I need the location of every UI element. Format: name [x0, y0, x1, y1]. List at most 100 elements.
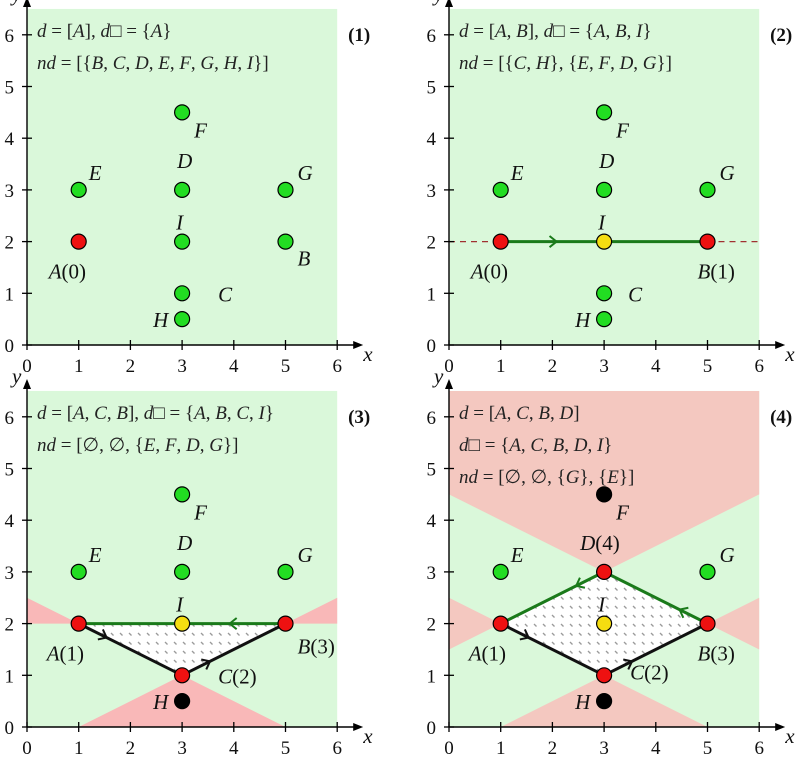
- x-tick-label: 1: [74, 738, 84, 759]
- path-direction-arrow-icon: [574, 577, 586, 589]
- point-label-D: D(4): [579, 531, 620, 555]
- equation-line-3: nd = [∅, ∅, {G}, {E}]: [459, 467, 634, 488]
- path-direction-arrow-icon: [623, 658, 634, 670]
- point-F[interactable]: [595, 486, 613, 503]
- y-axis-arrow-icon: [23, 378, 31, 389]
- point-G[interactable]: [277, 563, 294, 581]
- point-E[interactable]: [492, 563, 509, 581]
- point-label-E: E: [88, 543, 102, 567]
- point-F[interactable]: [174, 486, 191, 503]
- point-label-C: C(2): [630, 660, 669, 684]
- x-axis-label: x: [784, 724, 795, 748]
- y-tick-label: 4: [427, 129, 437, 150]
- x-axis-arrow-icon: [775, 341, 786, 349]
- x-tick-label: 5: [281, 738, 291, 759]
- point-H[interactable]: [595, 311, 613, 328]
- point-C[interactable]: [174, 285, 191, 302]
- equation-line-2: d□ = {A, C, B, D, I}: [459, 435, 612, 456]
- point-G[interactable]: [699, 563, 716, 581]
- point-A[interactable]: [492, 615, 509, 632]
- excluded-region-right: [707, 597, 760, 650]
- point-A[interactable]: [492, 233, 509, 250]
- x-tick-label: 1: [496, 356, 506, 377]
- point-I[interactable]: [595, 615, 613, 632]
- point-label-G: G: [720, 161, 735, 185]
- point-label-A: A(1): [467, 642, 506, 666]
- path-A-C: [500, 622, 605, 677]
- x-tick-label: 3: [177, 738, 187, 759]
- point-B[interactable]: [277, 233, 294, 250]
- x-tick-label: 5: [703, 738, 713, 759]
- point-A[interactable]: [70, 233, 87, 250]
- y-tick-label: 3: [427, 563, 437, 584]
- point-label-F: F: [193, 118, 207, 142]
- path-direction-arrow-icon: [201, 658, 212, 670]
- x-tick-label: 6: [754, 356, 764, 377]
- x-tick-label: 5: [281, 356, 291, 377]
- point-G[interactable]: [699, 181, 716, 198]
- point-F[interactable]: [174, 104, 191, 121]
- point-label-E: E: [510, 543, 524, 567]
- x-axis-arrow-icon: [775, 723, 786, 731]
- point-C[interactable]: [174, 667, 191, 684]
- path-D-A: [500, 570, 605, 625]
- equation-line-1: d = [A, C, B], d□ = {A, B, C, I}: [37, 403, 274, 424]
- point-label-C: C(2): [218, 664, 257, 688]
- point-E[interactable]: [70, 563, 87, 581]
- point-E[interactable]: [70, 181, 87, 198]
- point-label-F: F: [193, 500, 207, 524]
- point-I[interactable]: [174, 233, 191, 250]
- x-tick-label: 3: [599, 356, 609, 377]
- point-label-G: G: [298, 161, 313, 185]
- point-label-E: E: [88, 161, 102, 185]
- point-C[interactable]: [595, 285, 613, 302]
- point-D[interactable]: [174, 563, 191, 581]
- point-label-A: A(1): [45, 642, 84, 666]
- x-tick-label: 6: [332, 738, 342, 759]
- point-F[interactable]: [595, 104, 613, 121]
- point-H[interactable]: [174, 693, 191, 710]
- y-tick-label: 6: [427, 26, 437, 47]
- point-label-H: H: [152, 690, 170, 714]
- x-tick-label: 6: [754, 738, 764, 759]
- y-axis-arrow-icon: [445, 378, 453, 389]
- point-A[interactable]: [70, 615, 87, 632]
- x-tick-label: 0: [22, 738, 32, 759]
- path-C-B: [603, 622, 709, 677]
- y-tick-label: 2: [427, 615, 437, 636]
- panel-id-label: (3): [348, 407, 370, 428]
- excluded-region-left: [27, 597, 79, 624]
- excluded-region-left: [449, 597, 501, 650]
- point-B[interactable]: [699, 233, 716, 250]
- point-I[interactable]: [174, 615, 191, 632]
- point-H[interactable]: [174, 311, 191, 328]
- point-H[interactable]: [595, 693, 613, 710]
- x-axis-label: x: [784, 342, 795, 366]
- point-D[interactable]: [174, 181, 191, 198]
- x-tick-label: 1: [74, 356, 84, 377]
- point-B[interactable]: [699, 615, 716, 632]
- x-tick-label: 1: [496, 738, 506, 759]
- point-label-A: A(0): [469, 260, 508, 284]
- point-B[interactable]: [277, 615, 294, 632]
- x-tick-label: 0: [444, 356, 454, 377]
- y-tick-label: 3: [5, 563, 15, 584]
- point-G[interactable]: [277, 181, 294, 198]
- point-D[interactable]: [595, 563, 613, 581]
- point-I[interactable]: [595, 233, 613, 250]
- point-label-C: C: [218, 282, 233, 306]
- panel-id-label: (1): [348, 25, 370, 46]
- equation-line-1: d = [A], d□ = {A}: [37, 21, 172, 42]
- point-C[interactable]: [595, 667, 613, 684]
- point-label-B: B(3): [698, 642, 735, 666]
- point-label-I: I: [597, 211, 606, 235]
- x-tick-label: 0: [444, 738, 454, 759]
- point-label-B: B: [298, 247, 311, 271]
- point-label-H: H: [574, 308, 592, 332]
- point-D[interactable]: [595, 181, 613, 198]
- y-tick-label: 5: [427, 78, 437, 99]
- point-E[interactable]: [492, 181, 509, 198]
